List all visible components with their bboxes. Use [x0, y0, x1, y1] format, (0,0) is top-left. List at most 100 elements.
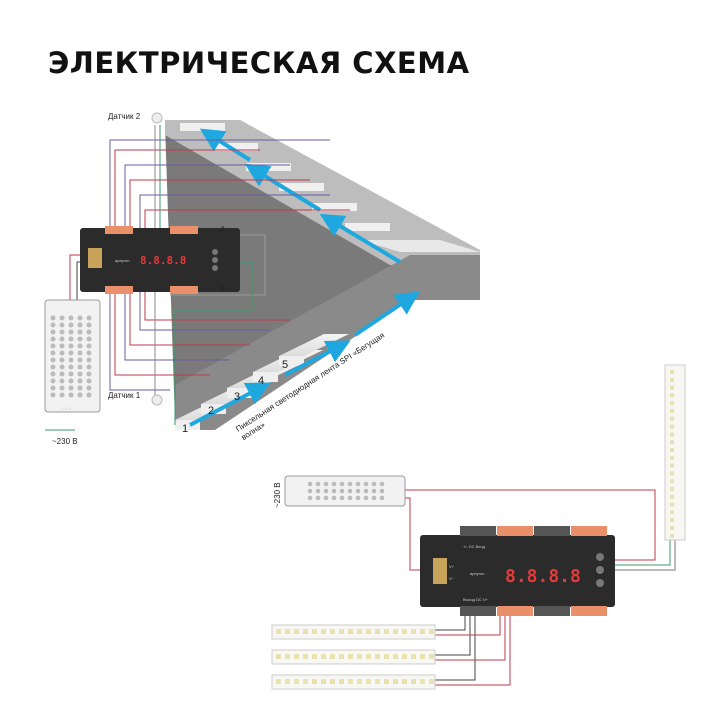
led: [348, 679, 353, 684]
vent-hole: [68, 322, 74, 328]
vent-hole: [68, 336, 74, 342]
vent-hole: [59, 315, 65, 321]
step-number: 4: [258, 375, 264, 387]
strip-arrow: [319, 213, 402, 264]
vent-hole: [50, 392, 56, 398]
vent-hole: [77, 378, 83, 384]
vent-hole: [86, 336, 92, 342]
led: [670, 518, 674, 523]
led: [312, 654, 317, 659]
vent-hole: [50, 350, 56, 356]
vent-hole: [77, 343, 83, 349]
vent-hole: [355, 495, 361, 501]
strip-arrow: [199, 128, 252, 162]
led: [393, 629, 398, 634]
vent-hole: [355, 481, 361, 487]
strip-arrow: [244, 163, 322, 212]
input-label: +/- DC Вход: [463, 544, 485, 549]
step: [213, 143, 258, 151]
vent-hole: [86, 357, 92, 363]
display: 8.8.8.8: [140, 254, 186, 267]
vent-hole: [77, 322, 83, 328]
vent-hole: [371, 488, 377, 494]
output-label: Выход DC V+: [463, 597, 489, 602]
vent-hole: [307, 495, 313, 501]
controller-1: apeyron 8.8.8.8: [80, 226, 240, 294]
vent-hole: [50, 336, 56, 342]
vent-hole: [86, 315, 92, 321]
led: [303, 654, 308, 659]
vent-hole: [59, 371, 65, 377]
led: [670, 440, 674, 445]
terminal-a-label: A: [220, 225, 226, 234]
vent-hole: [59, 343, 65, 349]
led: [285, 679, 290, 684]
led: [670, 448, 674, 452]
vent-hole: [68, 364, 74, 370]
led: [670, 416, 674, 421]
vent-hole: [59, 378, 65, 384]
vent-hole: [307, 481, 313, 487]
led: [384, 654, 389, 659]
step-number: 3: [234, 391, 240, 403]
vent-hole: [50, 315, 56, 321]
led: [670, 510, 674, 515]
vent-hole: [68, 315, 74, 321]
led: [402, 654, 407, 659]
vent-hole: [68, 378, 74, 384]
step-riser: [279, 356, 304, 366]
led: [420, 629, 425, 634]
step-number: 2: [208, 405, 214, 417]
led: [670, 401, 674, 406]
led: [357, 679, 362, 684]
vent-hole: [355, 488, 361, 494]
vent-hole: [347, 495, 353, 501]
led: [294, 629, 299, 634]
vent-hole: [77, 315, 83, 321]
led: [348, 629, 353, 634]
vent-hole: [77, 350, 83, 356]
vent-hole: [50, 357, 56, 363]
vent-hole: [59, 350, 65, 356]
led: [670, 424, 674, 429]
led: [670, 502, 674, 507]
led: [303, 629, 308, 634]
vent-hole: [68, 385, 74, 391]
terminal-b-label: B: [220, 285, 225, 294]
vent-hole: [50, 322, 56, 328]
mains-label-2: ~230 В: [273, 482, 282, 508]
v-minus-label: V−: [449, 576, 455, 581]
led: [303, 679, 308, 684]
led: [429, 654, 434, 659]
vent-hole: [77, 364, 83, 370]
led: [670, 471, 674, 476]
led: [357, 654, 362, 659]
vent-hole: [86, 371, 92, 377]
vent-hole: [331, 488, 337, 494]
led: [393, 679, 398, 684]
brand-logo: apeyron: [470, 571, 484, 576]
led: [375, 629, 380, 634]
led: [357, 629, 362, 634]
led: [339, 654, 344, 659]
led: [670, 455, 674, 460]
step: [246, 163, 291, 171]
led: [276, 654, 281, 659]
vertical-led-strip: [664, 364, 686, 541]
vent-hole: [379, 481, 385, 487]
vent-hole: [331, 481, 337, 487]
vent-hole: [77, 336, 83, 342]
display: 8.8.8.8: [505, 566, 581, 587]
vent-hole: [323, 481, 329, 487]
led: [375, 654, 380, 659]
led: [339, 629, 344, 634]
led: [429, 679, 434, 684]
step-riser: [227, 388, 252, 398]
vent-hole: [77, 357, 83, 363]
vent-hole: [363, 495, 369, 501]
led: [294, 679, 299, 684]
led: [294, 654, 299, 659]
sensor-2: [151, 112, 163, 124]
led: [670, 533, 674, 538]
